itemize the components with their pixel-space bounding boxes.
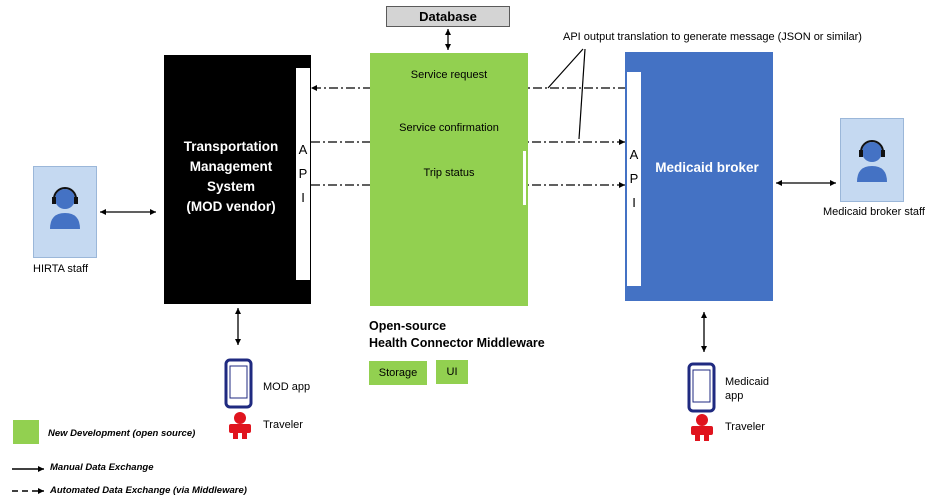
person-headset-icon <box>50 187 80 229</box>
traveler-left-label: Traveler <box>263 419 303 431</box>
medicaid-broker-box <box>625 52 773 301</box>
person-headset-icon <box>857 140 887 182</box>
middleware-box <box>370 53 528 306</box>
middleware-notch <box>523 151 526 205</box>
traveler-icon <box>229 412 251 439</box>
hirta-staff-label: HIRTA staff <box>33 263 89 275</box>
api-translation-annotation: API output translation to generate messa… <box>563 31 862 43</box>
service-request-label: Service request <box>410 69 488 81</box>
traveler-icon <box>691 414 713 441</box>
trip-status-label: Trip status <box>423 167 475 179</box>
legend-new-development-label: New Development (open source) <box>48 428 196 439</box>
broker-api-strip: A P I <box>627 72 641 286</box>
legend-automated-label: Automated Data Exchange (via Middleware) <box>50 485 247 496</box>
tms-title: Transportation Management System (MOD ve… <box>183 139 279 214</box>
smartphone-icon <box>687 362 716 413</box>
database-box: Database <box>386 6 510 27</box>
medicaid-broker-title: Medicaid broker <box>655 160 759 175</box>
tms-api-strip: A P I <box>296 68 310 280</box>
storage-box: Storage <box>369 361 427 385</box>
callout-line-b <box>578 48 586 140</box>
broker-staff-label: Medicaid broker staff <box>823 206 925 218</box>
legend-manual-label: Manual Data Exchange <box>50 462 154 473</box>
legend-new-development-swatch <box>13 420 39 444</box>
traveler-right-label: Traveler <box>725 421 765 433</box>
broker-staff-box <box>840 118 904 202</box>
tms-box <box>164 55 311 304</box>
service-confirmation-label: Service confirmation <box>399 122 499 134</box>
hirta-staff-box <box>33 166 97 258</box>
callout-line-a <box>547 48 584 89</box>
middleware-title: Open-source Health Connector Middleware <box>369 319 545 350</box>
smartphone-icon <box>224 358 253 409</box>
medicaid-app-label: Medicaid app <box>725 376 770 402</box>
ui-box: UI <box>436 360 468 384</box>
mod-app-label: MOD app <box>263 381 311 393</box>
